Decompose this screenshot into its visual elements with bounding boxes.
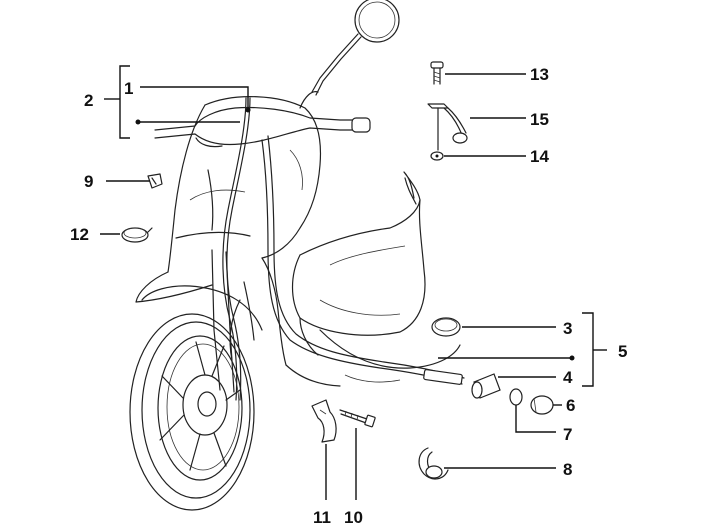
callout-12: 12 — [70, 225, 89, 244]
callout-5: 5 — [618, 342, 627, 361]
callout-8: 8 — [563, 460, 572, 479]
callout-9: 9 — [84, 172, 93, 191]
scooter-illustration — [129, 0, 465, 511]
screw-part-13 — [430, 61, 444, 85]
nut-part-14 — [430, 151, 444, 161]
cap-part-7 — [509, 388, 523, 406]
ring-clamp-part-12 — [121, 227, 153, 243]
clip-part-9 — [147, 173, 163, 189]
callout-3: 3 — [563, 319, 572, 338]
callout-numbers: 1 2 9 12 13 15 14 3 5 4 6 7 8 11 10 — [70, 65, 627, 527]
bolt-part-10 — [339, 409, 376, 428]
clamp-part-15 — [427, 103, 468, 151]
callout-15: 15 — [530, 110, 549, 129]
mirror-drawing — [311, 0, 400, 96]
handlebar-drawing — [154, 91, 371, 148]
bracket-part-8 — [418, 447, 449, 480]
leader-lines — [100, 65, 607, 500]
callout-7: 7 — [563, 425, 572, 444]
knob-part-6 — [530, 395, 554, 415]
callout-10: 10 — [344, 508, 363, 527]
front-wheel-drawing — [129, 313, 255, 511]
callout-2: 2 — [84, 91, 93, 110]
bracket-part-11 — [311, 399, 337, 443]
parts-drawings — [121, 61, 554, 480]
sleeve-part-4 — [471, 373, 501, 399]
band-clamp-part-3 — [431, 317, 461, 337]
callout-4: 4 — [563, 368, 573, 387]
rear-body-drawing — [291, 171, 461, 383]
cables-drawing — [222, 97, 465, 401]
callout-1: 1 — [124, 79, 133, 98]
callout-6: 6 — [566, 396, 575, 415]
callout-13: 13 — [530, 65, 549, 84]
front-fork-drawing — [141, 249, 263, 393]
callout-11: 11 — [313, 508, 331, 527]
callout-14: 14 — [530, 147, 549, 166]
